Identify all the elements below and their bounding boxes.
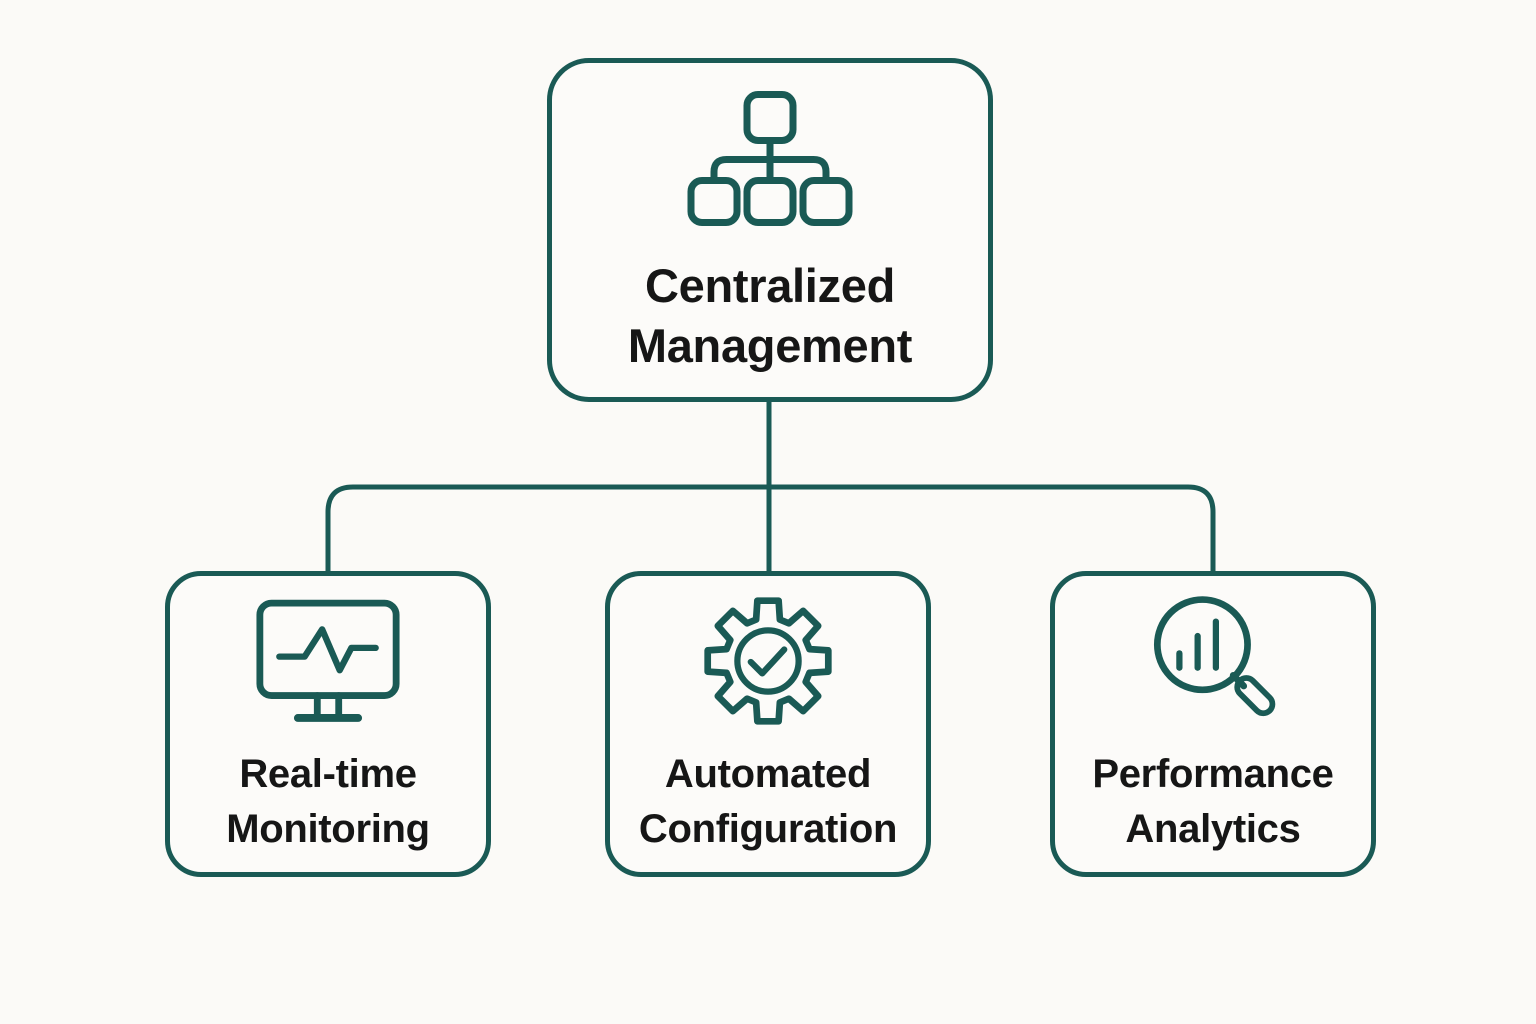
hierarchy-icon — [686, 86, 854, 234]
gear-check-icon — [701, 591, 835, 731]
node-label: Centralized Management — [627, 259, 913, 372]
node-label: Performance Analytics — [1092, 752, 1334, 851]
magnifier-chart-icon — [1141, 591, 1285, 731]
node-centralized-management: Centralized Management — [547, 58, 993, 402]
node-automated-configuration: Automated Configuration — [605, 571, 931, 877]
node-label: Automated Configuration — [638, 752, 898, 851]
node-real-time-monitoring: Real-time Monitoring — [165, 571, 491, 877]
monitor-pulse-icon — [255, 591, 401, 731]
node-performance-analytics: Performance Analytics — [1050, 571, 1376, 877]
node-label: Real-time Monitoring — [226, 752, 430, 851]
